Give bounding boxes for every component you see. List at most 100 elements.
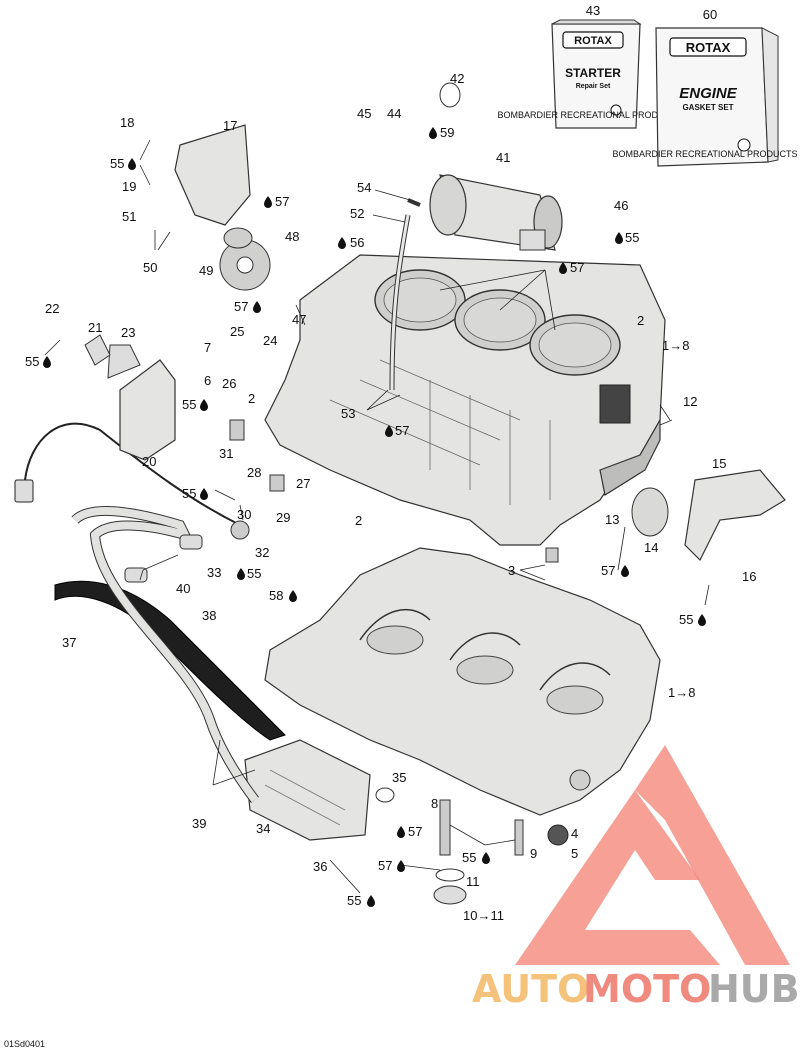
svg-text:55: 55 — [347, 893, 361, 908]
callout-4: 4 — [571, 826, 578, 841]
callout-32: 32 — [255, 545, 269, 560]
callout-12: 12 — [683, 394, 697, 409]
svg-text:57: 57 — [378, 858, 392, 873]
svg-text:57: 57 — [601, 563, 615, 578]
svg-text:58: 58 — [269, 588, 283, 603]
oil-cooler — [244, 739, 371, 841]
oil-drop-icon — [128, 158, 136, 170]
callout-25: 25 — [230, 324, 244, 339]
callout-11: 11 — [466, 874, 480, 889]
oil-drop-icon — [559, 262, 567, 274]
oil-drop-icon — [429, 127, 437, 139]
callout-17: 17 — [223, 118, 237, 133]
callout-60: 60 — [703, 7, 717, 22]
callout-33: 33 — [207, 565, 221, 580]
gasket-booklet-brand: ROTAX — [686, 40, 731, 55]
callout-labels: 1→8 2 2 2 3 4 5 6 7 8 9 10→11 11 12 13 1… — [45, 71, 756, 923]
callout-18: 18 — [120, 115, 134, 130]
callout-30: 30 — [237, 507, 251, 522]
callout-52: 52 — [350, 206, 364, 221]
callout-8: 8 — [431, 796, 438, 811]
oil-drop-icon — [200, 488, 208, 500]
callout-27: 27 — [296, 476, 310, 491]
callout-39: 39 — [192, 816, 206, 831]
callout-51: 51 — [122, 209, 136, 224]
callout-35: 35 — [392, 770, 406, 785]
callout-15: 15 — [712, 456, 726, 471]
lube-55-a: 55 — [110, 156, 136, 171]
callout-34: 34 — [256, 821, 270, 836]
callout-5: 5 — [571, 846, 578, 861]
lube-57-h: 57 — [395, 423, 409, 438]
lube-57-f: 57 — [397, 824, 422, 839]
callout-46: 46 — [614, 198, 628, 213]
oil-drop-icon — [43, 356, 51, 368]
callout-29: 29 — [276, 510, 290, 525]
callout-43: 43 — [586, 3, 600, 18]
svg-text:57: 57 — [395, 423, 409, 438]
callout-3: 3 — [508, 563, 515, 578]
coolant-hoses — [14, 422, 286, 803]
svg-text:55: 55 — [462, 850, 476, 865]
oil-drop-icon — [482, 852, 490, 864]
lube-55-g: 55 — [679, 612, 706, 627]
callout-47: 47 — [292, 312, 306, 327]
oil-drop-icon — [698, 614, 706, 626]
callout-41: 41 — [496, 150, 510, 165]
lubricant-callouts: 55 55 55 55 55 55 55 55 55 56 57 57 57 5… — [25, 125, 706, 908]
callout-37: 37 — [62, 635, 76, 650]
callout-6: 6 — [204, 373, 211, 388]
lube-57-b: 57 — [559, 260, 584, 275]
callout-2-b: 2 — [248, 391, 255, 406]
svg-text:57: 57 — [234, 299, 248, 314]
svg-text:57: 57 — [275, 194, 289, 209]
callout-22: 22 — [45, 301, 59, 316]
oil-drop-icon — [397, 860, 405, 872]
svg-text:57: 57 — [570, 260, 584, 275]
gasket-booklet-maker: BOMBARDIER RECREATIONAL PRODUCTS — [612, 149, 797, 159]
callout-9: 9 — [530, 846, 537, 861]
lube-57-c: 57 — [234, 299, 261, 314]
svg-text:55: 55 — [182, 486, 196, 501]
brackets-and-fasteners — [84, 82, 786, 905]
callout-24: 24 — [263, 333, 277, 348]
oil-drop-icon — [621, 565, 629, 577]
watermark-text: AUTO MOTO HUB — [472, 967, 800, 1011]
lube-55-f: 55 — [615, 230, 639, 245]
callout-26: 26 — [222, 376, 236, 391]
lube-55-h: 55 — [462, 850, 490, 865]
lube-56: 56 — [338, 235, 364, 250]
gasket-booklet-subtitle: GASKET SET — [682, 103, 733, 112]
lube-57-a: 57 — [264, 194, 289, 209]
callout-45: 45 — [357, 106, 371, 121]
oil-drop-icon — [367, 895, 375, 907]
callout-42: 42 — [450, 71, 464, 86]
callout-44: 44 — [387, 106, 401, 121]
callout-50: 50 — [143, 260, 157, 275]
lube-57-e: 57 — [601, 563, 629, 578]
callout-40: 40 — [176, 581, 190, 596]
callout-1-8-lower: 1→8 — [668, 685, 695, 700]
oil-drop-icon — [264, 196, 272, 208]
callout-19: 19 — [122, 179, 136, 194]
svg-text:56: 56 — [350, 235, 364, 250]
callout-38: 38 — [202, 608, 216, 623]
callout-31: 31 — [219, 446, 233, 461]
lower-crankcase — [264, 547, 661, 816]
callout-7: 7 — [204, 340, 211, 355]
callout-1-8-upper: 1→8 — [662, 338, 689, 353]
callout-28: 28 — [247, 465, 261, 480]
callout-36: 36 — [313, 859, 327, 874]
watermark-moto: MOTO — [583, 967, 711, 1011]
svg-text:55: 55 — [182, 397, 196, 412]
lube-58: 58 — [269, 588, 297, 603]
engine-gasket-booklet: ROTAX ENGINE GASKET SET BOMBARDIER RECRE… — [612, 7, 798, 167]
oil-drop-icon — [289, 590, 297, 602]
callout-20: 20 — [142, 454, 156, 469]
oil-drop-icon — [200, 399, 208, 411]
oil-drop-icon — [615, 232, 623, 244]
callout-2-a: 2 — [637, 313, 644, 328]
upper-crankcase — [264, 214, 666, 546]
starter-booklet-maker: BOMBARDIER RECREATIONAL PRODUCTS — [497, 110, 682, 120]
